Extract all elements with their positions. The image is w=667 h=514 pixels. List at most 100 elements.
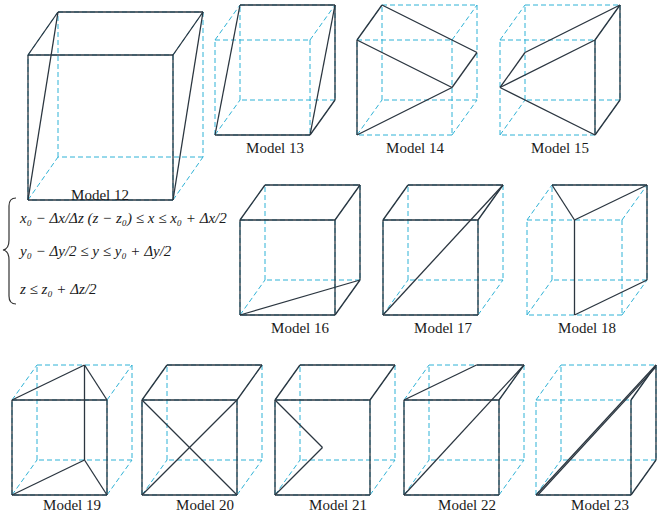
solid-edge	[630, 400, 631, 495]
solid-edge	[452, 53, 477, 88]
model-label: Model 15	[531, 140, 589, 156]
hidden-edge	[595, 100, 620, 135]
hidden-edge	[631, 400, 632, 495]
solid-edge	[142, 494, 237, 495]
hidden-edge	[478, 280, 503, 315]
hidden-edge	[404, 400, 499, 401]
hidden-edge	[240, 280, 265, 315]
solid-edge	[478, 185, 503, 220]
solid-edge	[237, 365, 262, 400]
hidden-edge	[383, 315, 478, 316]
hidden-edge	[300, 460, 395, 461]
solid-edge	[499, 365, 524, 400]
solid-edge	[310, 100, 335, 135]
hidden-edge	[132, 365, 133, 460]
model-label: Model 19	[43, 497, 101, 513]
hidden-edge	[240, 185, 265, 220]
hidden-edge	[552, 185, 647, 186]
hidden-edge	[275, 460, 300, 495]
solid-edge	[172, 55, 173, 200]
solid-edge	[538, 367, 656, 495]
hidden-edge	[357, 135, 452, 136]
hidden-edge	[262, 365, 263, 460]
solid-edge	[236, 400, 237, 495]
solid-edge	[500, 53, 525, 88]
hidden-edge	[631, 460, 656, 495]
model-label: Model 21	[309, 497, 367, 513]
model-label: Model 20	[176, 497, 234, 513]
hidden-edge	[265, 185, 360, 186]
hidden-edge	[240, 100, 335, 101]
hidden-edge	[58, 12, 59, 157]
hidden-edge	[357, 40, 452, 41]
hidden-edge	[408, 185, 503, 186]
model-label: Model 16	[271, 320, 329, 336]
hidden-edge	[335, 5, 336, 100]
hidden-edge	[12, 400, 107, 401]
solid-edge	[370, 365, 395, 400]
hidden-edge	[107, 365, 132, 400]
hidden-edge	[142, 460, 167, 495]
solid-edge	[240, 4, 335, 5]
solid-edge	[240, 219, 335, 220]
solid-edge	[275, 400, 323, 448]
solid-edge	[655, 365, 656, 460]
solid-edge	[173, 12, 203, 55]
solid-edge	[12, 494, 107, 495]
hidden-edge	[620, 5, 621, 100]
solid-edge	[357, 40, 452, 88]
hidden-edge	[408, 185, 409, 280]
solid-edge	[11, 400, 12, 495]
hidden-edge	[215, 135, 310, 136]
hidden-edge	[499, 400, 500, 495]
hidden-edge	[275, 400, 370, 401]
solid-edge	[382, 5, 477, 53]
hidden-edge	[595, 40, 596, 135]
hidden-edge	[167, 460, 262, 461]
hidden-edge	[167, 365, 168, 460]
hidden-edge	[28, 12, 58, 55]
solid-edge	[142, 400, 237, 495]
solid-edge	[500, 88, 595, 136]
solid-edge	[334, 5, 335, 100]
solid-edge	[335, 280, 360, 315]
hidden-edge	[383, 220, 478, 221]
solid-edge	[85, 460, 108, 495]
hidden-edge	[240, 5, 241, 100]
solid-edge	[594, 40, 595, 135]
solid-edge	[382, 220, 383, 315]
solid-edge	[240, 314, 335, 315]
solid-edge	[85, 365, 108, 400]
solid-edge	[536, 365, 656, 495]
hidden-edge	[58, 157, 203, 158]
hidden-edge	[595, 5, 620, 40]
hidden-edge	[382, 100, 477, 101]
hidden-edge	[536, 460, 561, 495]
hidden-edge	[647, 185, 648, 280]
solid-edge	[477, 220, 478, 315]
solid-edge	[575, 185, 648, 220]
solid-edge	[646, 185, 647, 280]
solid-edge	[357, 88, 452, 136]
model-label: Model 18	[558, 320, 616, 336]
hidden-edge	[357, 100, 382, 135]
solid-edge	[275, 365, 300, 400]
solid-edge	[574, 220, 575, 315]
hidden-edge	[370, 400, 371, 495]
hidden-edge	[237, 460, 262, 495]
formula-line: x₀ − Δx/Δz (z − z₀) ≤ x ≤ x₀ + Δx/2	[20, 210, 227, 226]
solid-edge	[552, 184, 647, 185]
hidden-edge	[167, 365, 262, 366]
hidden-edge	[561, 460, 656, 461]
hidden-edge	[107, 400, 108, 495]
solid-edge	[12, 399, 107, 400]
hidden-edge	[370, 460, 395, 495]
hidden-edge	[383, 185, 408, 220]
solid-edge	[356, 40, 357, 135]
solid-edge	[27, 55, 28, 200]
hidden-edge	[500, 135, 595, 136]
solid-edge	[84, 365, 85, 460]
solid-edge	[369, 400, 370, 495]
hidden-edge	[536, 365, 561, 400]
solid-edge	[142, 365, 167, 400]
